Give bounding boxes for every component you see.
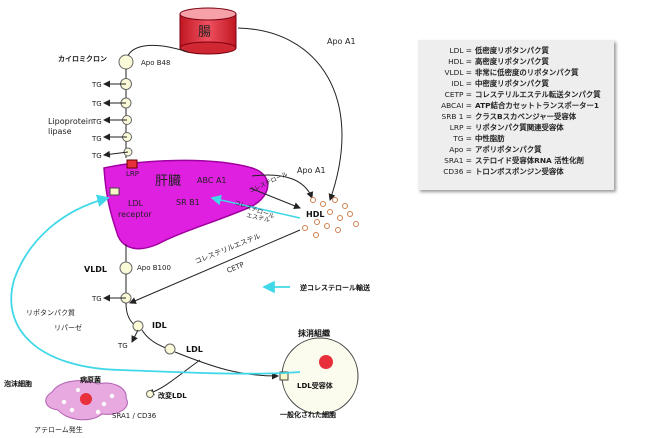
sra1-cd36-label: SRA1 / CD36 [112, 412, 157, 420]
pathogen-label: 病原菌 [80, 375, 101, 384]
ldl-label: LDL [186, 345, 203, 354]
lipoprotein-lipase-jp-label-2: リパーゼ [54, 323, 82, 332]
tg-label-5: TG [91, 152, 102, 160]
peripheral-tissue-label: 抹消組織 [298, 328, 330, 338]
ldl-path [141, 329, 167, 349]
arrow-modified-ldl [147, 359, 201, 396]
liver [103, 159, 269, 250]
foam-cell-label: 泡沫細胞 [4, 379, 32, 388]
hdl-particles [302, 197, 359, 238]
tg-label-4: TG [91, 135, 102, 143]
lipoprotein-lipase-label-1: Lipoprotein [48, 117, 93, 126]
intestine: 腸 [179, 7, 237, 55]
vldl-label: VLDL [84, 265, 107, 274]
cholesterol-transfer-label-3: エステル [246, 212, 271, 224]
apo-b100-label: Apo B100 [137, 264, 171, 272]
ldl-receptor-label-1: LDL [128, 199, 144, 208]
arrow-ldl-to-cell [174, 351, 279, 380]
idl-particle [132, 320, 144, 332]
tg-label-1: TG [91, 81, 102, 89]
legend-row: LDL =低密度リポタンパク質 [449, 46, 549, 55]
legend-row: SRA1 =ステロイド受容体RNA 活性化剤 [444, 156, 584, 165]
srb1-label: SR B1 [176, 198, 200, 207]
arrow-cetp [129, 229, 301, 304]
legend-row: CETP =コレステリルエステル転送タンパク質 [444, 90, 601, 99]
cell-ldl-receptor-label: LDL受容体 [297, 381, 334, 390]
arrow-cholesterol-to-hdl [249, 187, 301, 210]
reverse-transport-path [10, 194, 301, 375]
apo-a1-mid-label: Apo A1 [297, 166, 326, 175]
tg-label-3: TG [91, 118, 102, 126]
reverse-transport-legend-label: 逆コレステロール輸送 [300, 283, 371, 292]
peripheral-cell [279, 337, 359, 415]
tg-chain: TG TG TG TG TG [91, 78, 133, 160]
legend-row: Apo =アポリポタンパク質 [449, 145, 542, 154]
lrp-receptor [126, 159, 138, 169]
legend-row: IDL =中密度リポタンパク質 [451, 79, 549, 88]
lrp-label: LRP [126, 170, 139, 178]
legend-row: ABCAI =ATP結合カセットトランスポーター1 [441, 101, 600, 110]
atheroma-label: アテローム発生 [34, 425, 83, 434]
modified-ldl-label: 改変LDL [158, 391, 187, 400]
apo-b48-label: Apo B48 [141, 59, 170, 67]
hdl-label: HDL [306, 210, 324, 219]
legend-row: SRB 1 =クラスBスカベンジャー受容体 [441, 112, 577, 121]
arrow-hdl-to-liver [210, 194, 301, 219]
legend-row: LRP =リポタンパク質関連受容体 [449, 123, 564, 132]
normalized-cell-label: 一般化された細胞 [280, 410, 336, 419]
idl-label: IDL [152, 321, 167, 330]
abca1-label: ABC A1 [197, 176, 227, 185]
idl-tg-arrow [131, 329, 139, 343]
chylomicron-label: カイロミクロン [58, 54, 107, 63]
modified-ldl-particle [146, 390, 154, 398]
arrow-liver-hdl [251, 174, 314, 199]
lipoprotein-lipase-jp-label-1: リポタンパク質 [26, 308, 75, 317]
vldl-tg-label: TG [91, 295, 102, 303]
vldl-particle [119, 261, 133, 275]
abbreviation-legend: LDL =低密度リポタンパク質 HDL =高密度リポタンパク質 VLDL =非常… [418, 40, 614, 190]
foam-cell [45, 380, 128, 421]
liver-label: 肝臓 [155, 174, 181, 189]
lipoprotein-lipase-label-2: lipase [48, 127, 72, 136]
legend-row: VLDL =非常に低密度のリポタンパク質 [444, 68, 579, 77]
ldl-receptor-label-2: receptor [118, 210, 152, 219]
tg-label-2: TG [91, 100, 102, 108]
ldl-particle [164, 343, 176, 355]
chylomicron-particle [118, 54, 134, 70]
ldl-receptor-site [109, 187, 120, 196]
idl-tg-label: TG [117, 342, 128, 350]
legend-row: HDL =高密度リポタンパク質 [448, 57, 549, 66]
legend-row: TG =中性脂肪 [453, 134, 505, 143]
apo-a1-top-label: Apo A1 [327, 37, 356, 46]
cetp-label: CETP [226, 261, 246, 275]
legend-row: CD36 =トロンボスポンジン受容体 [443, 167, 564, 176]
arrow-intestine-hdl [237, 27, 343, 201]
intestine-label: 腸 [198, 25, 211, 40]
